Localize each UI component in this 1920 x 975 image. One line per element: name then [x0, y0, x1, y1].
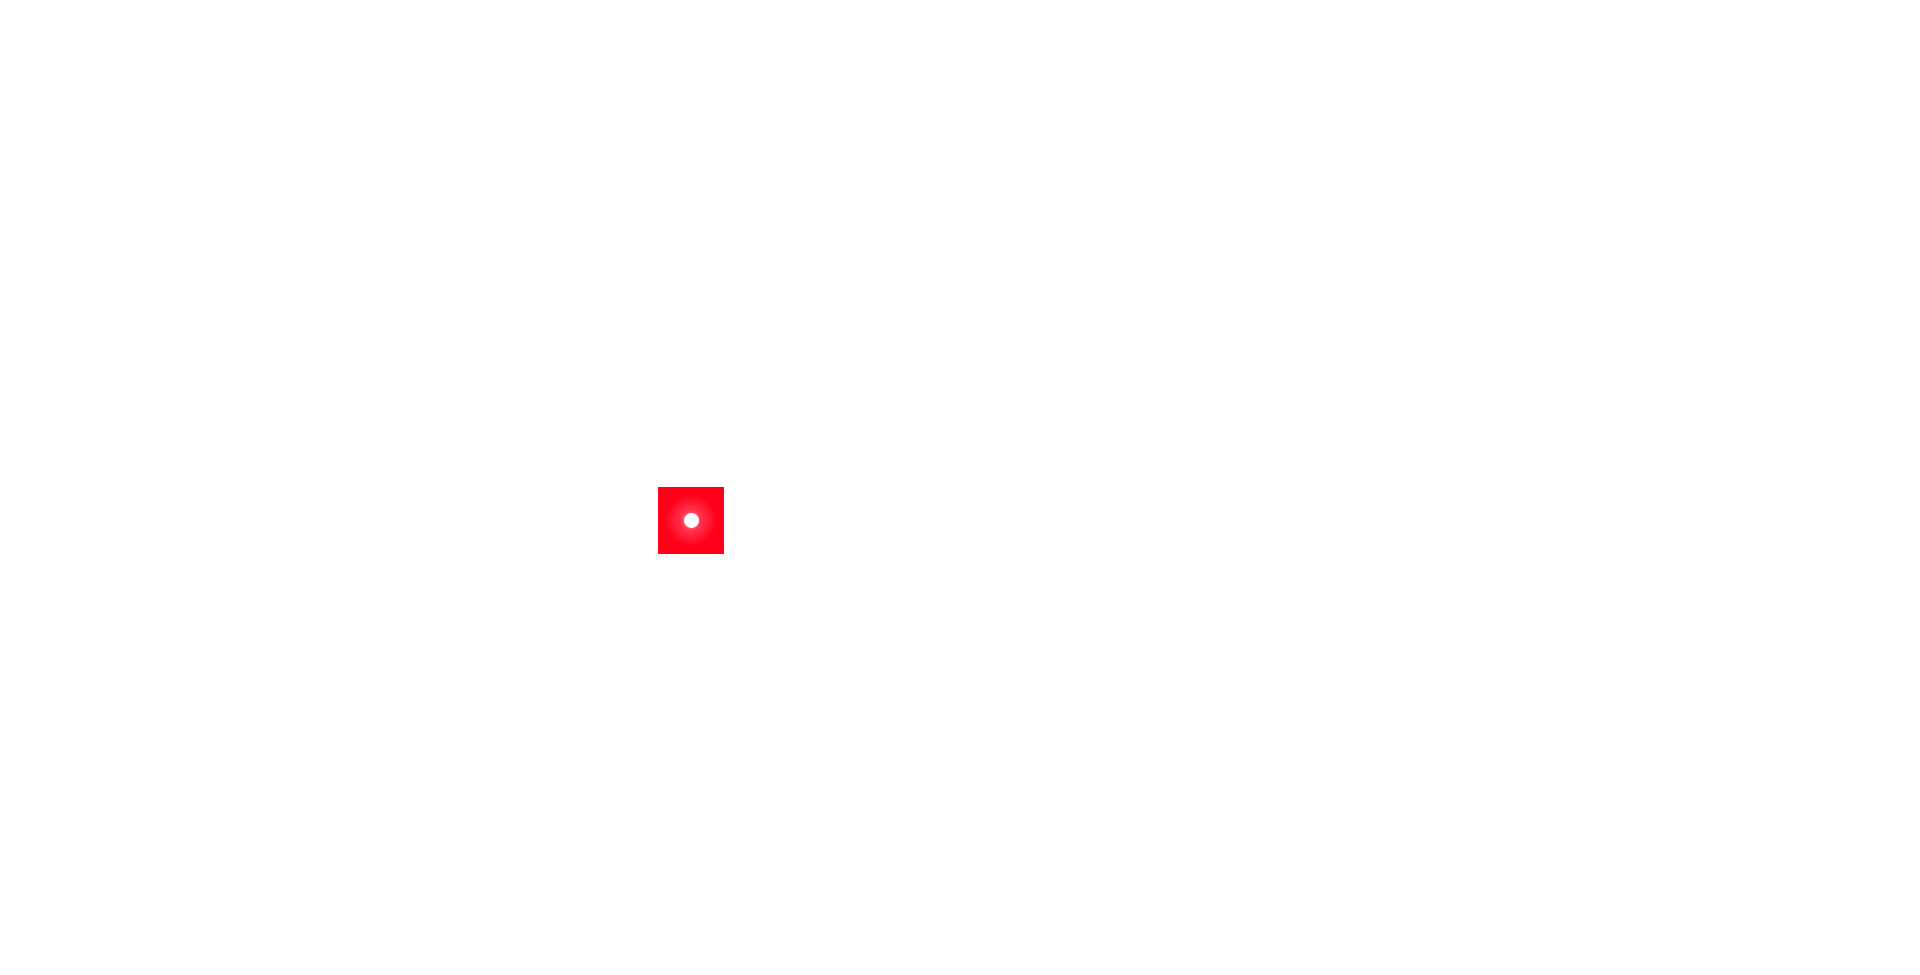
marker-center-dot-icon [683, 513, 699, 528]
red-square-marker[interactable] [658, 487, 724, 554]
